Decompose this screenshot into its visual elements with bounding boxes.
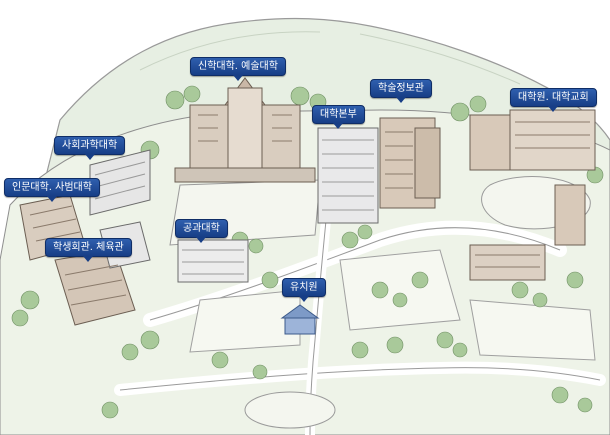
field-plot-1 <box>339 249 461 331</box>
building-library <box>379 117 441 209</box>
building-theology-arts <box>174 77 316 183</box>
road-lower-edge <box>119 367 601 391</box>
label-headquarters[interactable]: 대학본부 <box>312 105 365 129</box>
label-student-gym[interactable]: 학생회관. 체육관 <box>45 238 132 262</box>
building-graduate-church <box>469 109 596 246</box>
label-engineering[interactable]: 공과대학 <box>175 219 228 243</box>
label-graduate-church[interactable]: 대학원. 대학교회 <box>510 88 597 112</box>
lower-lawn <box>244 391 336 429</box>
building-headquarters <box>317 127 379 224</box>
mountain-ridge <box>139 31 521 85</box>
field-plot-3 <box>469 299 596 361</box>
building-social-science <box>89 149 151 216</box>
label-kindergarten[interactable]: 유치원 <box>282 278 326 302</box>
building-kindergarten <box>280 304 320 335</box>
label-social-science[interactable]: 사회과학대학 <box>54 136 126 160</box>
label-humanities-education[interactable]: 인문대학. 사범대학 <box>4 178 100 202</box>
label-library[interactable]: 학술정보관 <box>370 79 432 103</box>
building-east-annex <box>469 244 546 281</box>
label-theology-arts[interactable]: 신학대학. 예술대학 <box>190 57 286 81</box>
field-plot-2 <box>189 289 301 353</box>
building-engineering <box>177 239 249 283</box>
